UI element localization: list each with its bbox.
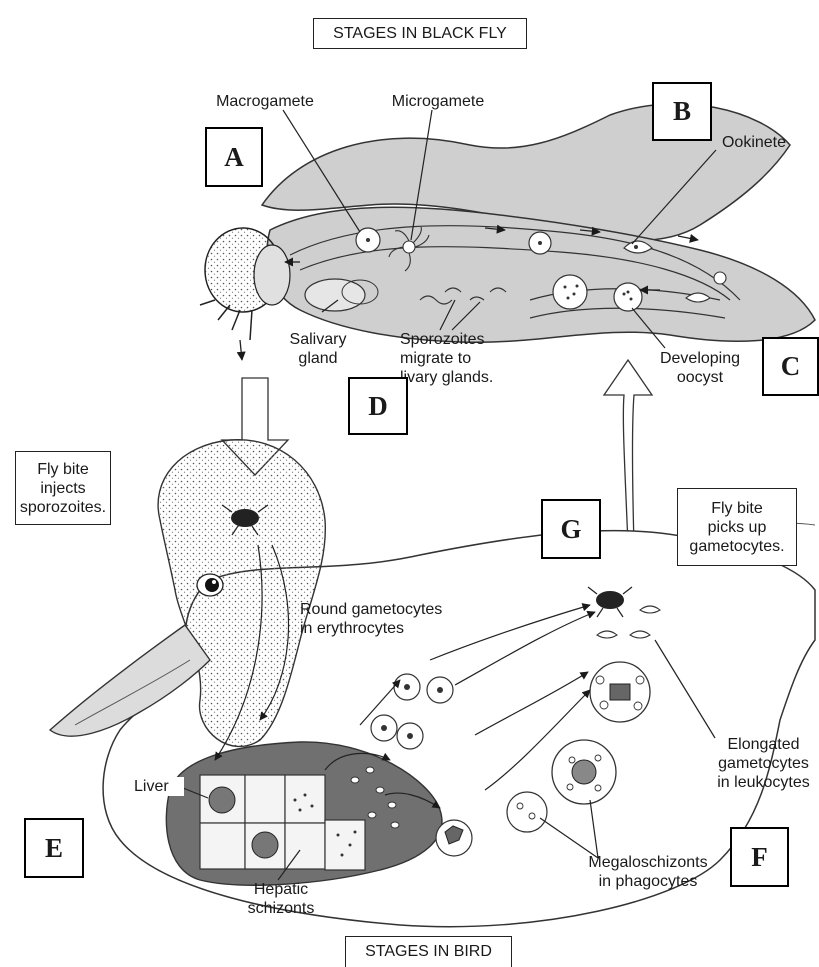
callout-fly-bite-picks: Fly bite picks up gametocytes. bbox=[677, 488, 797, 566]
fly-body bbox=[267, 207, 815, 342]
label-round-gametocytes: Round gametocytes in erythrocytes bbox=[300, 600, 475, 638]
label-salivary-gland: Salivary gland bbox=[278, 330, 358, 368]
label-megaloschizonts: Megaloschizonts in phagocytes bbox=[578, 853, 718, 891]
key-B: B bbox=[652, 82, 712, 141]
label-macrogamete: Macrogamete bbox=[210, 92, 320, 111]
key-F: F bbox=[730, 827, 789, 887]
key-G: G bbox=[541, 499, 601, 559]
label-ookinete: Ookinete bbox=[714, 133, 794, 152]
label-liver: Liver bbox=[134, 777, 184, 796]
title-fly-stages: STAGES IN BLACK FLY bbox=[313, 18, 527, 49]
label-developing-oocyst: Developing oocyst bbox=[645, 349, 755, 387]
callout-fly-bite-injects: Fly bite injects sporozoites. bbox=[15, 451, 111, 525]
arrow-bird-to-fly bbox=[604, 360, 652, 545]
label-hepatic-schizonts: Hepatic schizonts bbox=[236, 880, 326, 918]
label-microgamete: Microgamete bbox=[383, 92, 493, 111]
key-E: E bbox=[24, 818, 84, 878]
title-bird-stages: STAGES IN BIRD bbox=[345, 936, 512, 967]
label-elongated-gametocytes: Elongated gametocytes in leukocytes bbox=[708, 735, 819, 792]
key-A: A bbox=[205, 127, 263, 187]
key-C: C bbox=[762, 337, 819, 396]
label-sporozoites-migrate: Sporozoites migrate to livary glands. bbox=[400, 330, 540, 387]
key-D: D bbox=[348, 377, 408, 435]
